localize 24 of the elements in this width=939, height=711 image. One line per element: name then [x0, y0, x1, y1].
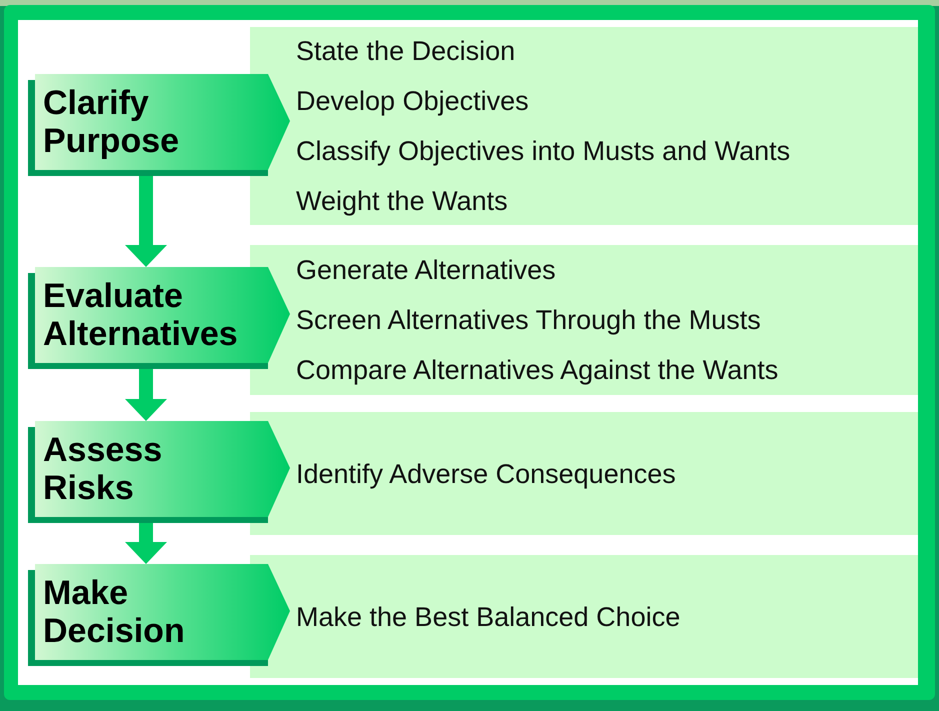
step-title: Clarify Purpose [43, 84, 180, 160]
step-panel [250, 27, 918, 225]
step-item: Generate Alternatives [296, 254, 556, 287]
down-arrow [125, 369, 167, 421]
step-item: Make the Best Balanced Choice [296, 600, 680, 634]
step-panel [250, 245, 918, 395]
step-arrow [28, 267, 292, 369]
step-title: Assess Risks [43, 431, 164, 507]
step-item: Identify Adverse Consequences [296, 458, 676, 491]
step-arrow [28, 421, 292, 523]
step-arrow [28, 564, 292, 666]
step-panel [250, 555, 918, 678]
step-item: Classify Objectives into Musts and Wants [296, 135, 790, 168]
down-arrow [125, 523, 167, 564]
step-item: Compare Alternatives Against the Wants [296, 354, 778, 387]
step-item: Screen Alternatives Through the Musts [296, 304, 761, 337]
step-item: State the Decision [296, 35, 516, 68]
step-title: Evaluate Alternatives [43, 277, 239, 353]
down-arrow [125, 176, 167, 267]
step-item: Weight the Wants [296, 185, 508, 218]
step-title: Make Decision [43, 574, 186, 650]
step-arrow [28, 74, 292, 176]
step-panel [250, 412, 918, 535]
step-item: Develop Objectives [296, 85, 529, 118]
